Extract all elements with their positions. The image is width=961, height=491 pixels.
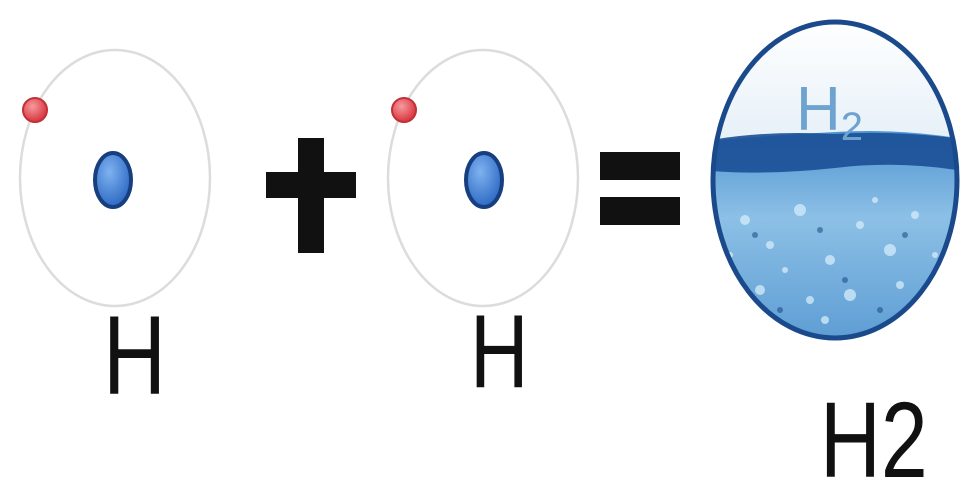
orbit-ring xyxy=(18,48,212,308)
plus-icon xyxy=(266,138,356,253)
product-label: H2 xyxy=(820,379,928,491)
electron-dot xyxy=(22,97,48,123)
nucleus-dot xyxy=(93,151,133,209)
equals-icon xyxy=(600,152,680,225)
hydrogen-atom-icon xyxy=(18,48,212,308)
reactant-1-label: H xyxy=(103,293,167,418)
orbit-ring xyxy=(386,48,580,308)
reactant-2-label: H xyxy=(470,294,529,410)
nucleus-dot xyxy=(464,151,504,209)
electron-dot xyxy=(391,97,417,123)
hydrogen-molecule-bubble-icon: H2 xyxy=(710,19,960,341)
bubble-formula: H2 xyxy=(796,75,863,149)
hydrogen-atom-icon xyxy=(386,48,580,308)
